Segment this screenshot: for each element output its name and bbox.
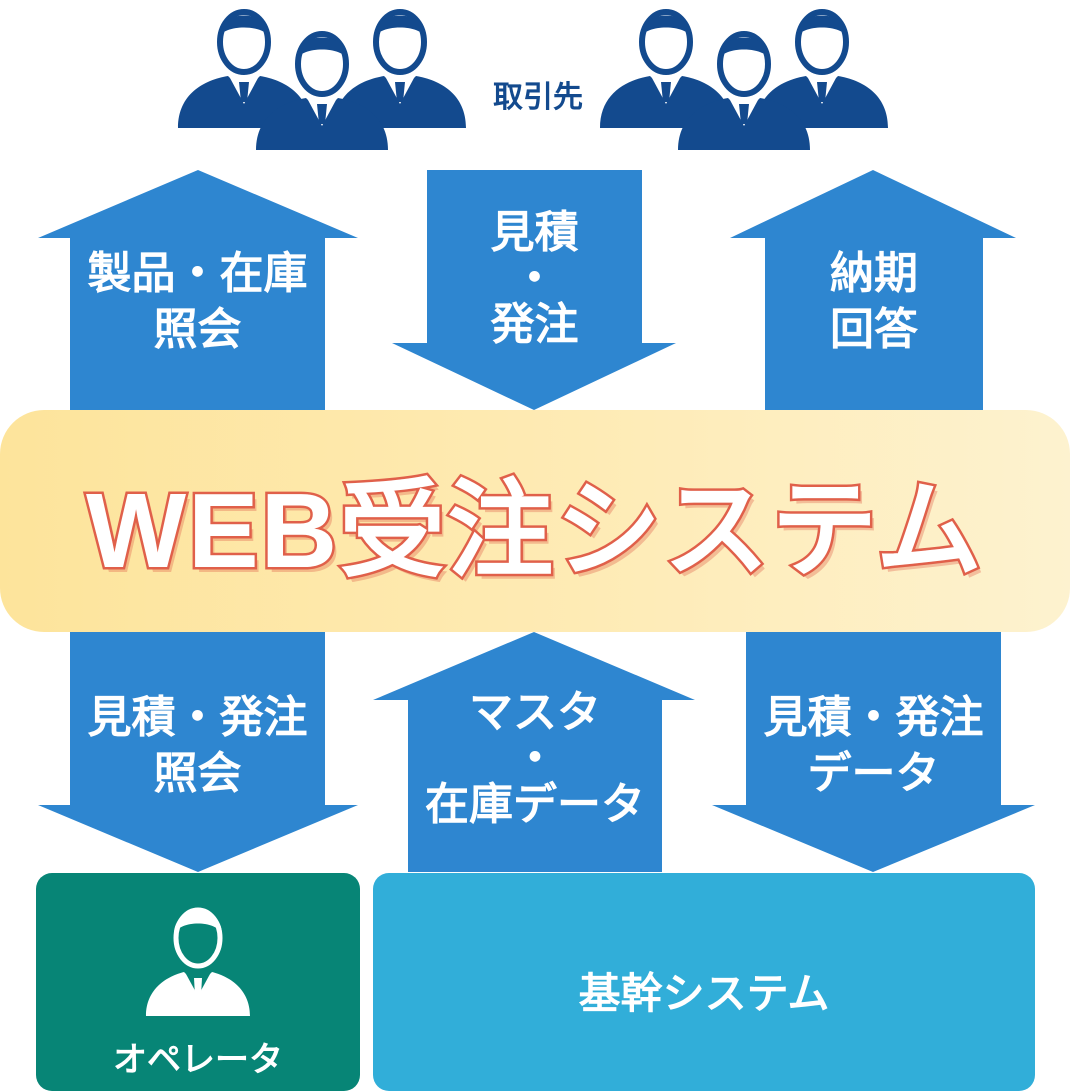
core-system-box	[373, 873, 1035, 1091]
label-line: マスタ	[469, 687, 601, 738]
arrow-up-delivery-reply	[730, 170, 1016, 410]
label-line: 在庫データ	[425, 779, 645, 830]
label-line: 製品・在庫	[87, 248, 308, 299]
arrow-up-master-stock-data	[373, 632, 695, 872]
label-line: ・	[512, 253, 557, 304]
label-line: 発注	[490, 299, 579, 350]
arrow-down-quote-order-inquiry	[38, 632, 358, 872]
arrow-up-product-stock-inquiry	[38, 170, 358, 410]
label-line: データ	[807, 748, 940, 799]
arrow-label-delivery-reply: 納期 回答	[765, 246, 983, 358]
label-line: 見積・発注	[87, 692, 308, 743]
web-order-system-title: WEB受注システム	[83, 470, 985, 593]
arrow-down-quote-order-data	[712, 632, 1035, 872]
arrow-label-quote-order-data: 見積・発注 データ	[746, 690, 1001, 802]
label-line: 照会	[153, 304, 242, 355]
arrow-down-quote-order	[392, 170, 676, 410]
label-line: 見積	[490, 207, 579, 258]
label-line: 見積・発注	[763, 692, 984, 743]
core-system-label: 基幹システム	[578, 969, 830, 1018]
label-line: 納期	[830, 248, 918, 299]
arrow-label-master-stock-data: マスタ ・ 在庫データ	[408, 690, 662, 828]
arrow-label-product-stock-inquiry: 製品・在庫 照会	[70, 246, 325, 358]
operator-label: オペレータ	[113, 1040, 283, 1080]
label-line: ・	[513, 733, 557, 784]
partner-people-right	[600, 12, 888, 150]
label-line: 回答	[830, 304, 918, 355]
label-line: 照会	[153, 748, 242, 799]
partner-label: 取引先	[493, 80, 583, 115]
web-order-system-bar	[0, 410, 1070, 632]
partner-people-left	[178, 12, 466, 150]
arrow-label-quote-order: 見積 ・ 発注	[427, 210, 642, 348]
arrow-label-quote-order-inquiry: 見積・発注 照会	[70, 690, 325, 802]
